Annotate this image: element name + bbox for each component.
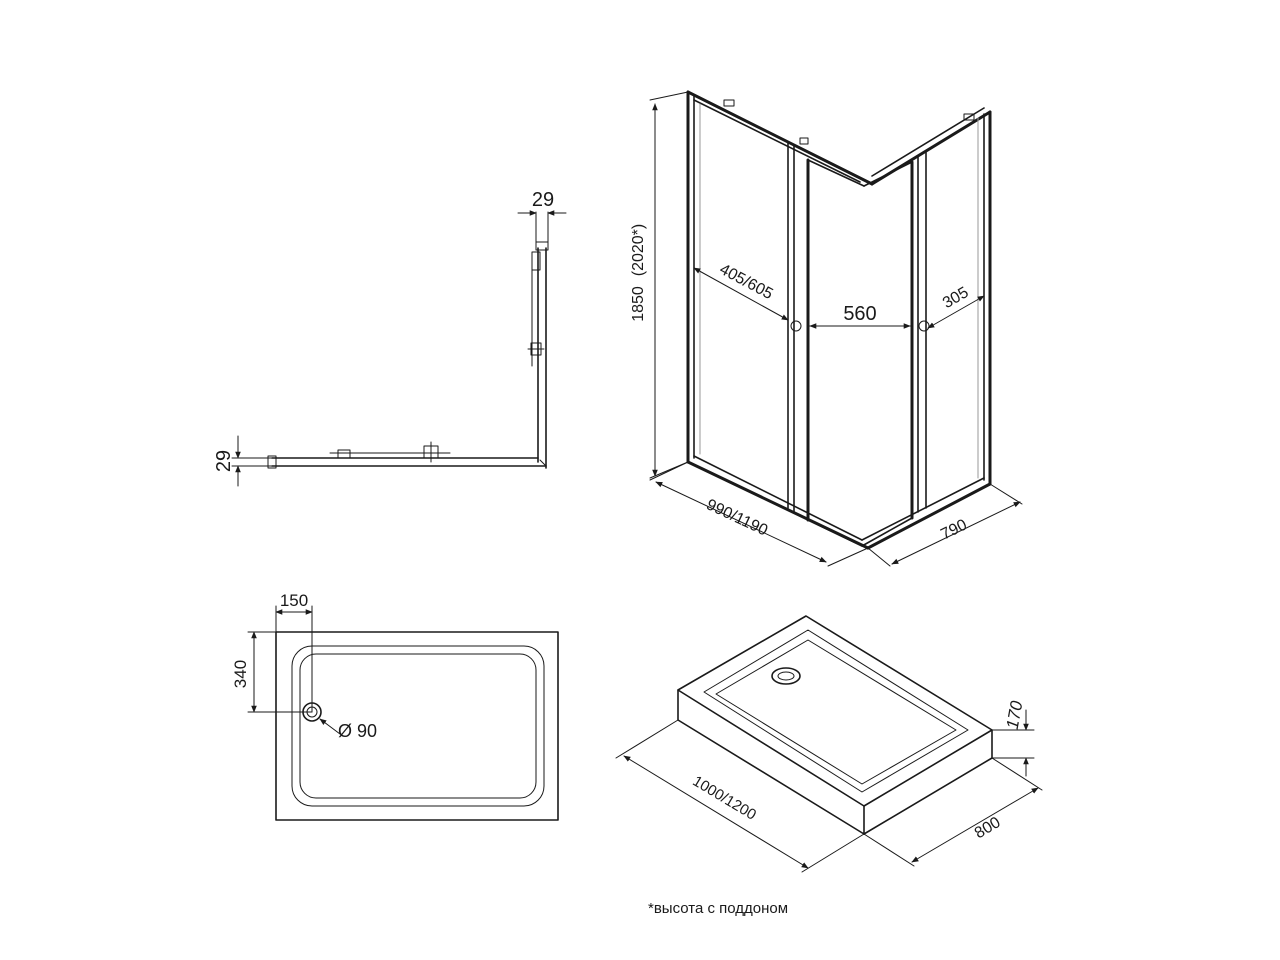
- plan-dim-left-label: 29: [213, 450, 235, 472]
- tray-iso-drain-inner: [777, 671, 795, 681]
- tray-iso-dim-height-label: 170: [1003, 699, 1027, 731]
- footnote: *высота с поддоном: [648, 900, 789, 917]
- tray-iso-inner-basin: [715, 639, 957, 785]
- tray-top-inner-rim: [291, 645, 545, 807]
- cabin-dim-height-alt-label: (2020*): [630, 224, 647, 276]
- cabin-dim-length-label: 990/1190: [704, 496, 771, 539]
- cabin-left-panel: [686, 90, 874, 550]
- plan-dim-left: 29: [213, 435, 273, 487]
- plan-view: 29 29: [213, 189, 567, 487]
- tray-iso-top-face: [677, 615, 993, 807]
- tray-dim-drain-x-label: 150: [280, 591, 308, 610]
- tray-iso-drain-outer: [771, 667, 801, 685]
- cabin-dim-height: 1850 (2020*): [630, 91, 689, 479]
- tray-top-view: 150 340 Ø 90: [231, 591, 559, 821]
- tray-top-outline: [275, 631, 559, 821]
- tray-iso-dim-depth-label: 800: [972, 814, 1004, 842]
- tray-dim-drain-diameter: Ø 90: [319, 718, 377, 741]
- tray-iso-inner-rim: [703, 629, 969, 793]
- cabin-right-handle: [918, 320, 930, 332]
- tray-dim-drain-diameter-label: Ø 90: [338, 721, 377, 741]
- cabin-door-panel: [806, 158, 914, 547]
- plan-bottom-wall: [267, 441, 547, 469]
- tray-iso-side-left: [677, 689, 865, 835]
- tray-dim-drain-y: 340: [231, 631, 313, 713]
- cabin-left-handle: [790, 320, 802, 332]
- cabin-dim-door: 560: [809, 303, 911, 329]
- tray-iso-dim-height: 170: [991, 699, 1035, 777]
- cabin-right-panel: [861, 107, 992, 550]
- cabin-dim-length: 990/1190: [649, 461, 869, 567]
- tray-top-inner-basin: [299, 653, 537, 799]
- tray-dim-drain-x: 150: [275, 591, 313, 713]
- plan-dim-top-label: 29: [532, 189, 554, 211]
- cabin-dim-depth-label: 790: [938, 516, 970, 543]
- tray-iso-dim-depth: 800: [863, 757, 1043, 867]
- cabin-dim-height-label: 1850: [630, 286, 647, 322]
- cabin-dim-opening-right-label: 305: [940, 284, 972, 312]
- tray-iso-view: 170 1000/1200 800: [615, 615, 1043, 873]
- cabin-dim-opening-left: 405/605: [693, 261, 789, 321]
- plan-dim-top: 29: [517, 189, 567, 243]
- tray-iso-dim-length-label: 1000/1200: [690, 773, 760, 824]
- tray-iso-dim-length: 1000/1200: [615, 719, 865, 873]
- cabin-dim-door-label: 560: [843, 303, 876, 325]
- plan-right-wall: [527, 241, 549, 469]
- tray-dim-drain-y-label: 340: [231, 660, 250, 688]
- cabin-dim-opening-right: 305: [927, 284, 985, 329]
- cabin-iso-view: 1850 (2020*) 405/605 560 305 990/1190: [630, 90, 1023, 567]
